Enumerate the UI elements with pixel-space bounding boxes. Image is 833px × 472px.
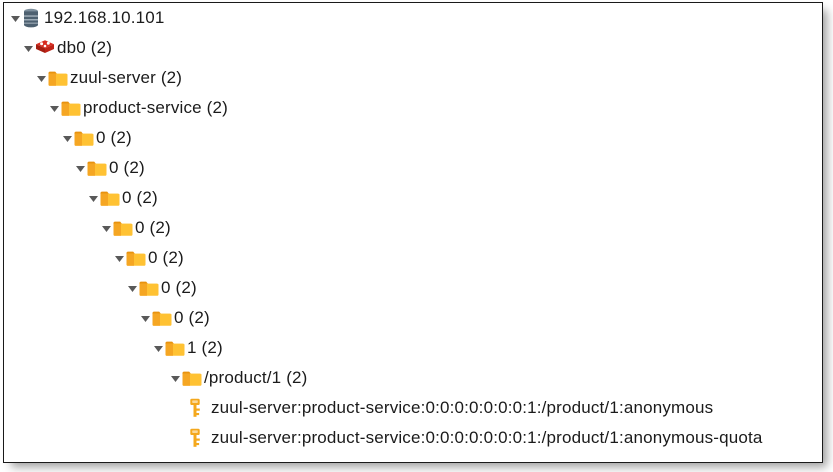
tree-row[interactable]: 0 (2) bbox=[4, 123, 822, 153]
chevron-down-icon[interactable] bbox=[9, 3, 22, 33]
chevron-down-icon[interactable] bbox=[126, 273, 139, 303]
tree-node-label[interactable]: zuul-server (2) bbox=[70, 68, 183, 87]
tree-node-label[interactable]: db0 (2) bbox=[57, 38, 113, 57]
chevron-down-icon[interactable] bbox=[74, 153, 87, 183]
tree-row[interactable]: zuul-server:product-service:0:0:0:0:0:0:… bbox=[4, 423, 822, 453]
tree-node-label[interactable]: 0 (2) bbox=[135, 218, 171, 237]
tree-node-label[interactable]: 0 (2) bbox=[96, 128, 132, 147]
chevron-down-icon[interactable] bbox=[152, 333, 165, 363]
folder-icon bbox=[48, 63, 70, 93]
tree-row[interactable]: zuul-server:product-service:0:0:0:0:0:0:… bbox=[4, 393, 822, 423]
tree-node-label[interactable]: product-service (2) bbox=[83, 98, 228, 117]
tree-node-label[interactable]: zuul-server:product-service:0:0:0:0:0:0:… bbox=[211, 398, 714, 417]
chevron-down-icon[interactable] bbox=[48, 93, 61, 123]
folder-icon bbox=[113, 213, 135, 243]
key-icon bbox=[182, 393, 208, 423]
tree-row[interactable]: db0 (2) bbox=[4, 33, 822, 63]
folder-icon bbox=[152, 303, 174, 333]
chevron-down-icon[interactable] bbox=[22, 33, 35, 63]
tree-row[interactable]: 0 (2) bbox=[4, 183, 822, 213]
chevron-down-icon[interactable] bbox=[113, 243, 126, 273]
key-icon bbox=[182, 423, 208, 453]
database-stack-icon bbox=[22, 3, 44, 33]
folder-icon bbox=[87, 153, 109, 183]
tree-node-label[interactable]: /product/1 (2) bbox=[204, 368, 308, 387]
tree-row[interactable]: 0 (2) bbox=[4, 243, 822, 273]
chevron-down-icon[interactable] bbox=[139, 303, 152, 333]
tree-node-label[interactable]: 0 (2) bbox=[148, 248, 184, 267]
tree-row[interactable]: 0 (2) bbox=[4, 303, 822, 333]
tree-node-label[interactable]: 0 (2) bbox=[161, 278, 197, 297]
chevron-down-icon[interactable] bbox=[35, 63, 48, 93]
folder-icon bbox=[100, 183, 122, 213]
tree-node-label[interactable]: zuul-server:product-service:0:0:0:0:0:0:… bbox=[211, 428, 763, 447]
tree-indent-spacer bbox=[169, 393, 182, 423]
chevron-down-icon[interactable] bbox=[100, 213, 113, 243]
redis-key-tree-panel[interactable]: 192.168.10.101 db0 (2) zuul-server (2) prod… bbox=[3, 2, 823, 463]
tree-node-label[interactable]: 0 (2) bbox=[174, 308, 210, 327]
chevron-down-icon[interactable] bbox=[61, 123, 74, 153]
chevron-down-icon[interactable] bbox=[169, 363, 182, 393]
folder-icon bbox=[61, 93, 83, 123]
tree-row[interactable]: 1 (2) bbox=[4, 333, 822, 363]
folder-icon bbox=[74, 123, 96, 153]
tree-row[interactable]: /product/1 (2) bbox=[4, 363, 822, 393]
tree-node-label[interactable]: 1 (2) bbox=[187, 338, 223, 357]
folder-icon bbox=[126, 243, 148, 273]
folder-icon bbox=[139, 273, 161, 303]
tree-view[interactable]: 192.168.10.101 db0 (2) zuul-server (2) prod… bbox=[4, 3, 822, 453]
tree-row[interactable]: 0 (2) bbox=[4, 153, 822, 183]
tree-node-label[interactable]: 0 (2) bbox=[109, 158, 145, 177]
tree-row[interactable]: 192.168.10.101 bbox=[4, 3, 822, 33]
tree-indent-spacer bbox=[169, 423, 182, 453]
folder-icon bbox=[182, 363, 204, 393]
redis-logo-icon bbox=[35, 33, 57, 63]
tree-row[interactable]: 0 (2) bbox=[4, 273, 822, 303]
tree-row[interactable]: 0 (2) bbox=[4, 213, 822, 243]
folder-icon bbox=[165, 333, 187, 363]
chevron-down-icon[interactable] bbox=[87, 183, 100, 213]
tree-node-label[interactable]: 0 (2) bbox=[122, 188, 158, 207]
tree-row[interactable]: product-service (2) bbox=[4, 93, 822, 123]
tree-node-label[interactable]: 192.168.10.101 bbox=[44, 8, 165, 27]
tree-row[interactable]: zuul-server (2) bbox=[4, 63, 822, 93]
